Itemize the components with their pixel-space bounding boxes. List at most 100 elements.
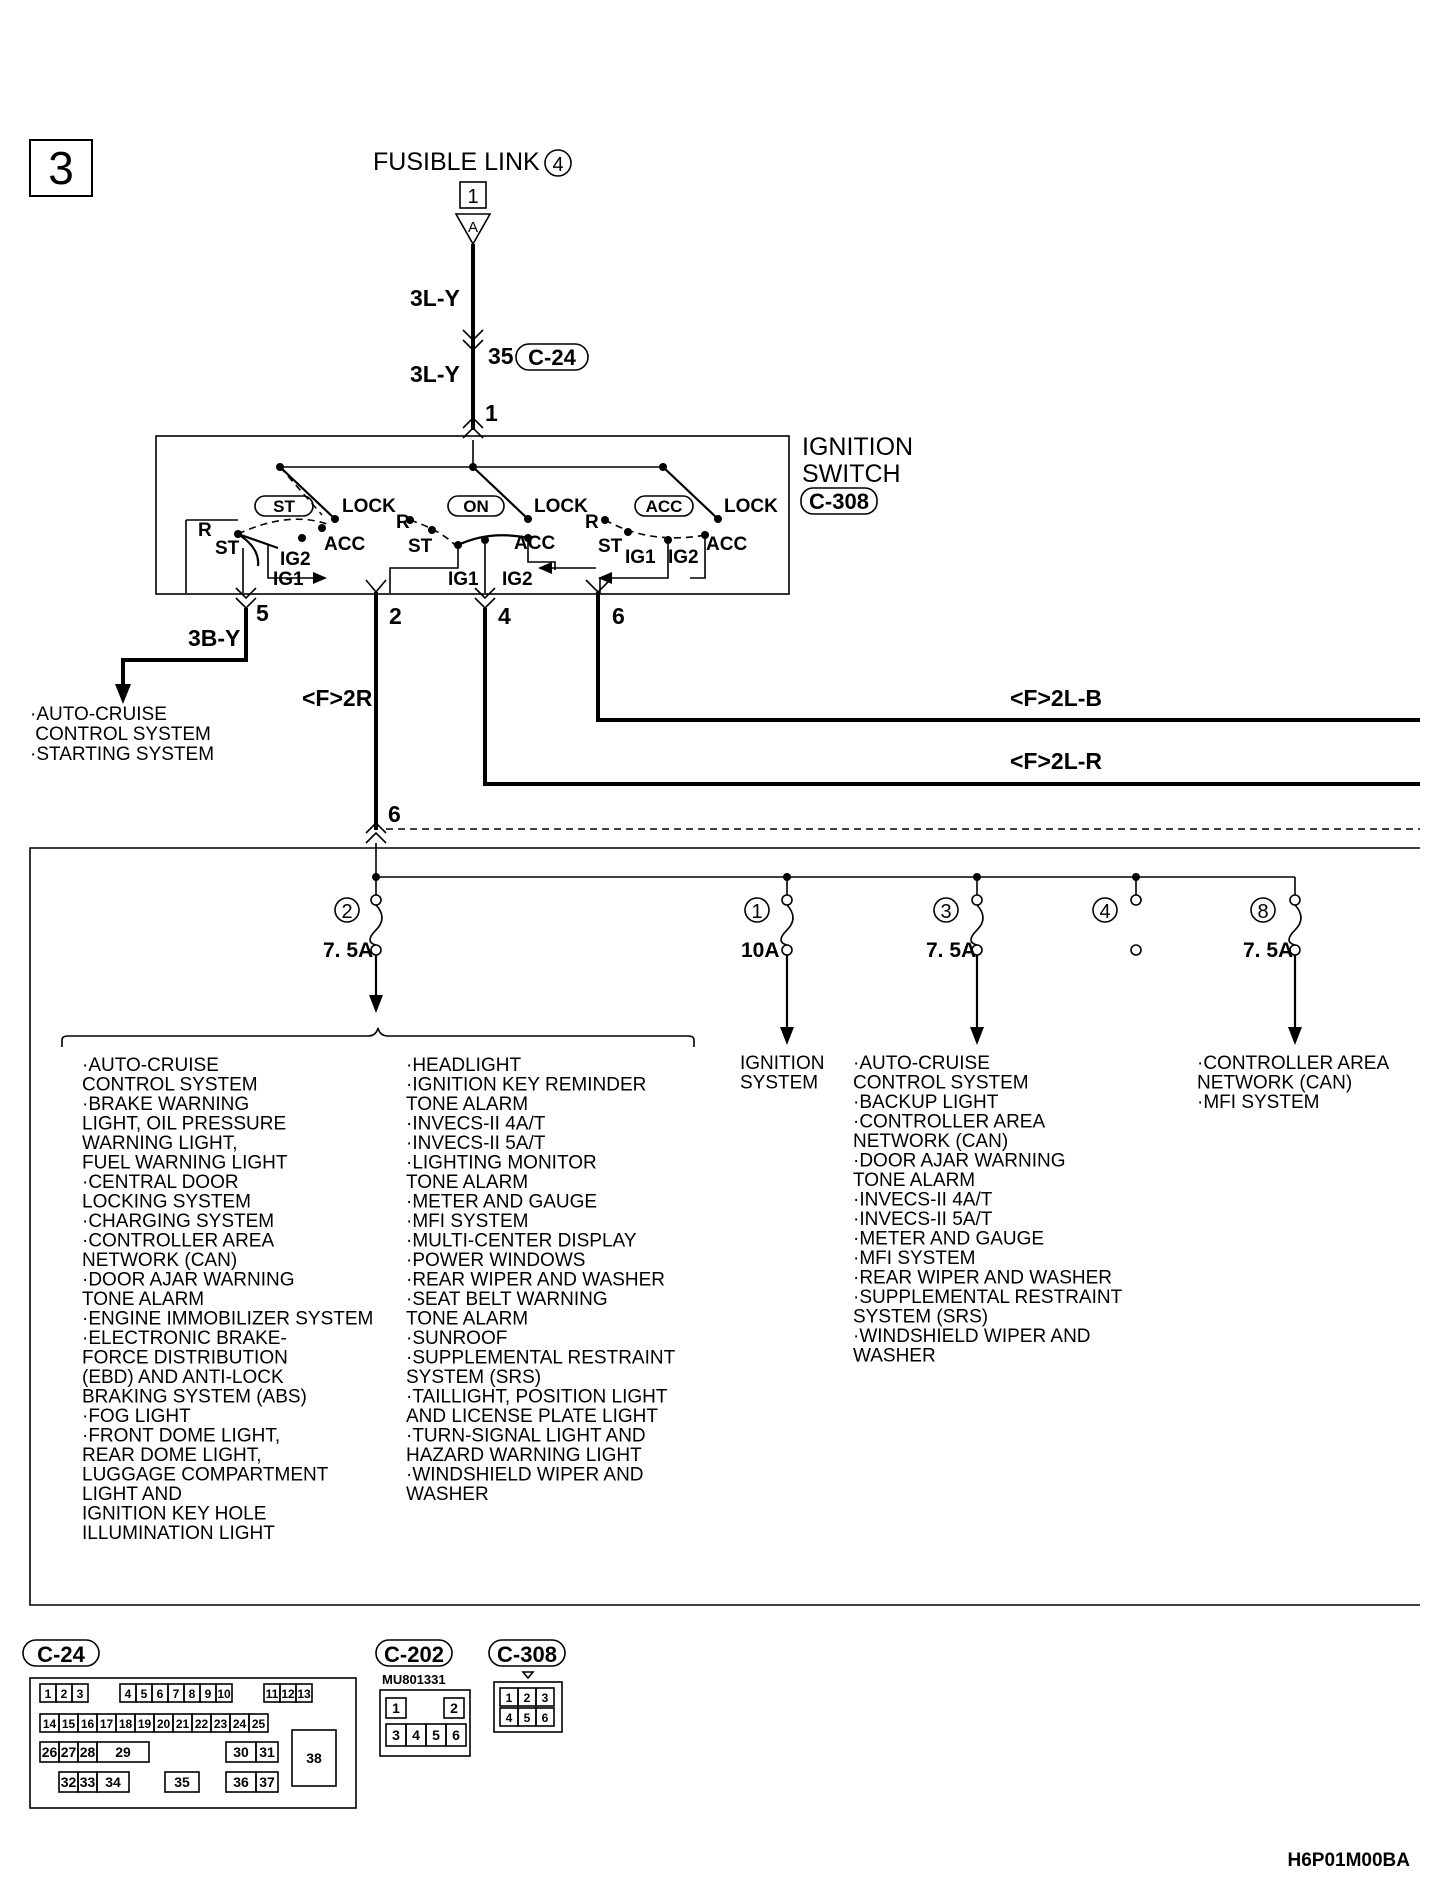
destination-line: TONE ALARM (406, 1094, 528, 1115)
destination-line: NETWORK (CAN) (1197, 1073, 1352, 1094)
destination-line: BRAKING SYSTEM (ABS) (82, 1387, 307, 1408)
fuse-2: 2 7. 5A (323, 877, 383, 1013)
svg-text:ACC: ACC (324, 534, 365, 555)
junction-pin: 6 (388, 801, 401, 827)
svg-text:R: R (396, 512, 410, 533)
junction-block-border (29, 847, 1420, 1606)
destination-line: LUGGAGE COMPARTMENT (82, 1465, 329, 1486)
pin-number: 3 (77, 1687, 84, 1701)
destination-line: CONTROL SYSTEM (82, 1075, 258, 1096)
destination-line: ·POWER WINDOWS (406, 1250, 585, 1271)
wire-pin5 (121, 608, 248, 690)
pin-number: 31 (259, 1744, 275, 1760)
fuse2-brace (61, 1027, 695, 1047)
destination-line: ·DOOR AJAR WARNING (853, 1151, 1066, 1172)
wire-label-top-upper: 3L-Y (410, 285, 460, 311)
svg-text:3: 3 (940, 901, 951, 923)
pin-number: 23 (214, 1717, 228, 1731)
destination-line: ·BRAKE WARNING (82, 1094, 249, 1115)
position-on: ON (463, 497, 489, 516)
pin-number: 34 (105, 1774, 121, 1790)
destination-line: ·SUNROOF (406, 1328, 507, 1349)
svg-text:ACC: ACC (514, 533, 555, 554)
destination-line: TONE ALARM (406, 1172, 528, 1193)
pin-number: 4 (506, 1711, 513, 1725)
pin-number: 26 (42, 1744, 58, 1760)
fusible-link-number: 4 (552, 154, 563, 176)
svg-text:10A: 10A (741, 939, 780, 962)
destination-line: SYSTEM (740, 1073, 818, 1094)
svg-text:ST: ST (598, 536, 623, 557)
wire-pin-c24: 35 (488, 343, 514, 369)
destination-line: ·DOOR AJAR WARNING (82, 1270, 295, 1291)
pin-number: 36 (233, 1774, 249, 1790)
pin-number: 10 (217, 1687, 231, 1701)
wire-pin6 (596, 592, 1420, 722)
pin-number: 1 (392, 1700, 400, 1716)
destination-line: ILLUMINATION LIGHT (82, 1523, 275, 1544)
destination-line: IGNITION (740, 1053, 824, 1074)
pin-number: 24 (233, 1717, 247, 1731)
svg-text:·AUTO-CRUISE: ·AUTO-CRUISE (30, 704, 167, 725)
destination-line: SYSTEM (SRS) (406, 1367, 541, 1388)
svg-text:2: 2 (341, 901, 352, 923)
position-st: ST (273, 497, 295, 516)
fusible-link-label: FUSIBLE LINK (373, 148, 540, 176)
pin-number: 19 (138, 1717, 152, 1731)
destination-line: NETWORK (CAN) (82, 1250, 237, 1271)
pin-number: 33 (80, 1774, 96, 1790)
svg-text:R: R (198, 520, 212, 541)
pin-2: 2 (389, 603, 402, 629)
pin-number: 22 (195, 1717, 209, 1731)
wire-label-pin2: <F>2R (302, 685, 373, 711)
destination-line: ·SUPPLEMENTAL RESTRAINT (406, 1348, 676, 1369)
fuse8-destinations: ·CONTROLLER AREA NETWORK (CAN)·MFI SYSTE… (1197, 1053, 1389, 1113)
fuse-3: 3 7. 5A (926, 877, 984, 1045)
pin-number: 5 (524, 1711, 531, 1725)
fusible-link: FUSIBLE LINK 4 1 A (373, 148, 572, 246)
pin-number: 18 (119, 1717, 133, 1731)
ignition-switch-title-2: SWITCH (802, 460, 901, 488)
svg-text:8: 8 (1257, 901, 1268, 923)
destination-line: TONE ALARM (853, 1170, 975, 1191)
destination-line: ·INVECS-II 4A/T (406, 1114, 546, 1135)
destination-line: NETWORK (CAN) (853, 1131, 1008, 1152)
fuse2-destinations-col2: ·HEADLIGHT·IGNITION KEY REMINDER TONE AL… (406, 1055, 676, 1505)
pin-number: 38 (306, 1750, 322, 1766)
fusible-link-connector: A (468, 219, 478, 236)
destination-line: ·AUTO-CRUISE (82, 1055, 219, 1076)
wire-pin4 (483, 608, 1420, 786)
pin-number: 9 (205, 1687, 212, 1701)
svg-text:1: 1 (751, 901, 762, 923)
svg-text:IG1: IG1 (448, 569, 479, 590)
destination-line: ·HEADLIGHT (406, 1055, 521, 1076)
destination-line: AND LICENSE PLATE LIGHT (406, 1406, 658, 1427)
pin-number: 1 (45, 1687, 52, 1701)
destination-line: FORCE DISTRIBUTION (82, 1348, 288, 1369)
svg-text:7. 5A: 7. 5A (1243, 939, 1293, 962)
pin-4: 4 (498, 603, 511, 629)
pin-5: 5 (256, 600, 269, 626)
destination-line: ·ELECTRONIC BRAKE- (82, 1328, 287, 1349)
destination-line: ·CONTROLLER AREA (853, 1112, 1045, 1133)
svg-text:ST: ST (215, 538, 240, 559)
switch-pin-in: 1 (485, 400, 498, 426)
destination-line: ·CHARGING SYSTEM (82, 1211, 274, 1232)
destination-line: ·LIGHTING MONITOR (406, 1153, 597, 1174)
destination-line: ·SUPPLEMENTAL RESTRAINT (853, 1287, 1123, 1308)
pin-number: 17 (100, 1717, 114, 1731)
destination-line: ·CONTROLLER AREA (82, 1231, 274, 1252)
destination-line: ·METER AND GAUGE (853, 1229, 1044, 1250)
destination-line: ·INVECS-II 4A/T (853, 1190, 993, 1211)
destination-line: ·REAR WIPER AND WASHER (406, 1270, 665, 1291)
fuse-8: 8 7. 5A (1243, 877, 1302, 1045)
wire-label-pin4: <F>2L-R (1010, 748, 1102, 774)
destination-line: ·METER AND GAUGE (406, 1192, 597, 1213)
destination-line: ·TURN-SIGNAL LIGHT AND (406, 1426, 646, 1447)
svg-text:IG1: IG1 (273, 569, 304, 590)
svg-text:IG2: IG2 (280, 549, 311, 570)
pin-number: 4 (125, 1687, 132, 1701)
connector-c24-label: C-24 (528, 345, 576, 370)
